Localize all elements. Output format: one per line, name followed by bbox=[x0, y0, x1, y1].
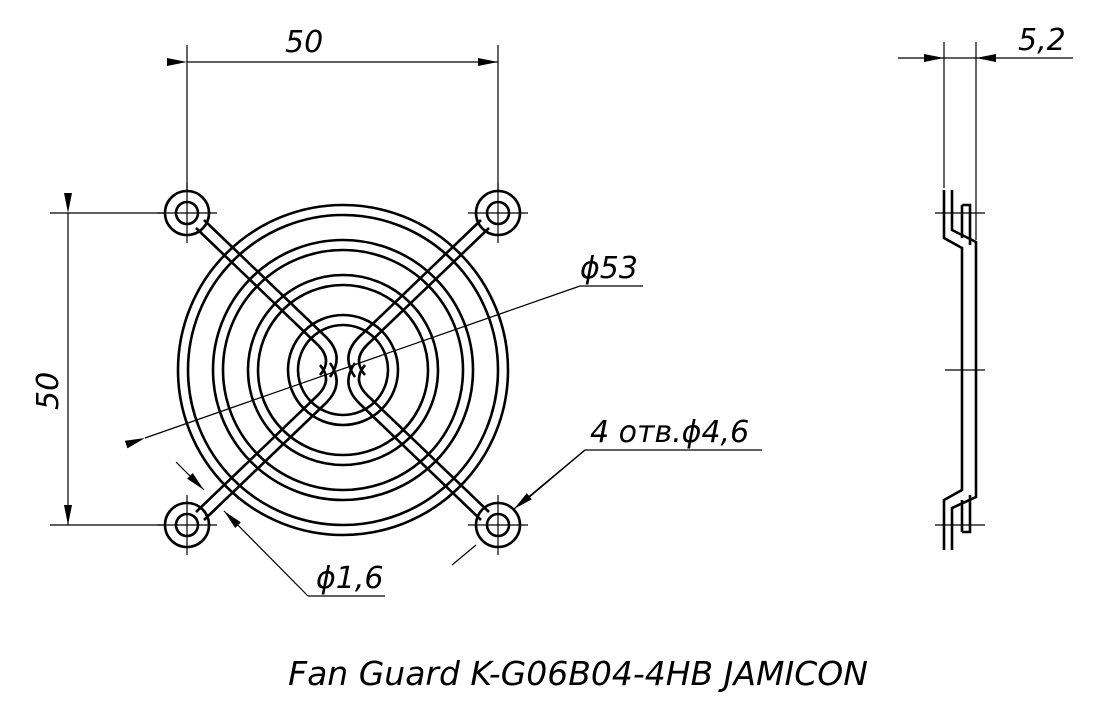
width-dimension-label: 50 bbox=[285, 25, 323, 60]
outer-diameter-leader bbox=[124, 285, 643, 449]
hole-center-marks bbox=[157, 183, 528, 555]
height-dimension-label: 50 bbox=[31, 372, 66, 410]
wire-diameter-leader bbox=[175, 461, 385, 597]
depth-dimension bbox=[898, 42, 1073, 240]
side-center-marks bbox=[935, 212, 985, 526]
side-view: 5,2 bbox=[898, 23, 1073, 550]
front-view: 50 50 ϕ53 4 отв.ϕ4,6 ϕ1,6 bbox=[31, 25, 762, 597]
drawing-caption: Fan Guard K-G06B04-4HB JAMICON bbox=[288, 654, 868, 693]
outer-diameter-label: ϕ53 bbox=[580, 251, 638, 286]
wire-diameter-label: ϕ1,6 bbox=[316, 561, 384, 596]
holes-label: 4 отв.ϕ4,6 bbox=[590, 415, 749, 450]
depth-dimension-label: 5,2 bbox=[1018, 23, 1066, 58]
width-dimension bbox=[167, 45, 499, 190]
cross-wires bbox=[195, 219, 490, 521]
guard-rings bbox=[176, 203, 510, 537]
height-dimension bbox=[50, 193, 165, 526]
holes-leader bbox=[451, 449, 762, 566]
